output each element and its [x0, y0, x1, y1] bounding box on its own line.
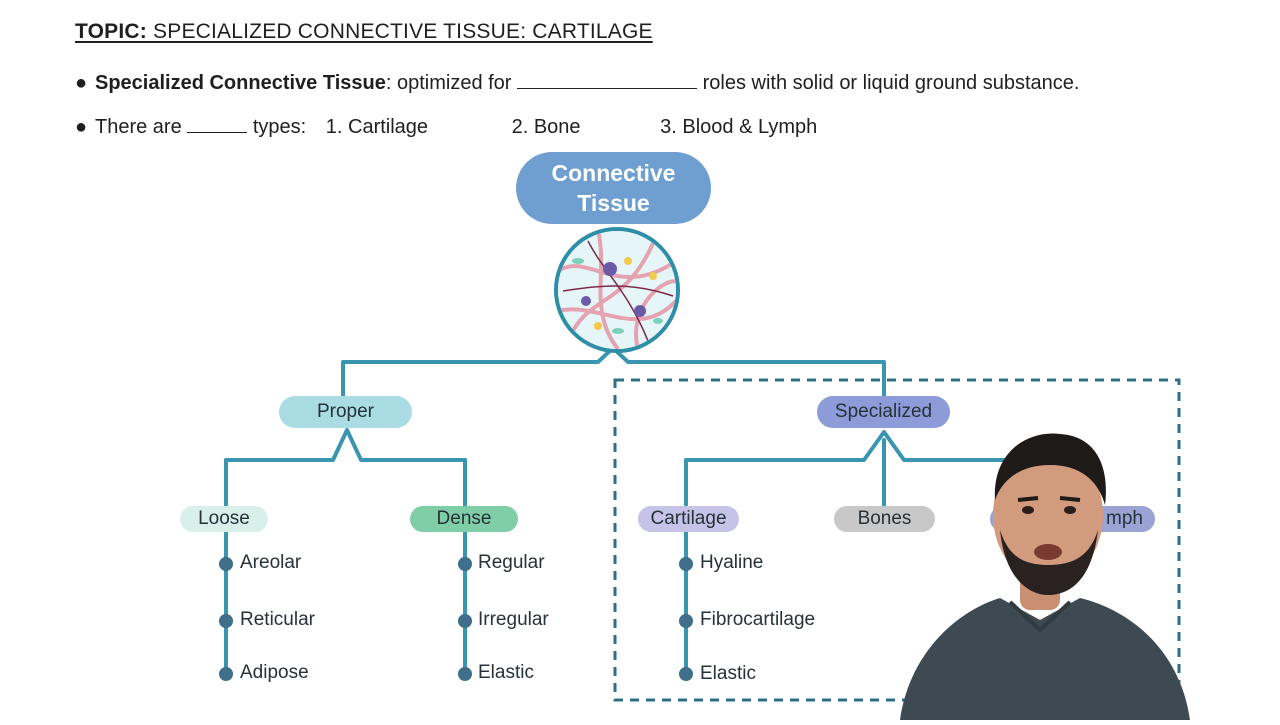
root-line-1: Connective	[551, 160, 676, 186]
node-blood-lymph-label: mph	[1106, 508, 1143, 529]
node-loose: Loose	[180, 506, 268, 532]
leaf-dot	[679, 614, 693, 628]
bullet-definition-pre: : optimized for	[385, 72, 512, 94]
leaf-elastic-cartilage: Elastic	[700, 663, 756, 684]
fill-in-blank	[187, 114, 248, 133]
root-line-2: Tissue	[577, 190, 650, 216]
node-specialized: Specialized	[817, 396, 950, 428]
topic-title: SPECIALIZED CONNECTIVE TISSUE: CARTILAGE	[153, 20, 653, 43]
type-item-bone: 2. Bone	[511, 116, 581, 138]
bullet-types-post: types:	[252, 116, 307, 138]
leaf-dot	[458, 614, 472, 628]
leaf-dot	[679, 557, 693, 571]
bullet-dot-icon: ●	[75, 72, 88, 94]
connector-proper	[224, 428, 467, 507]
leaf-areolar: Areolar	[240, 552, 302, 573]
type-item-cartilage: 1. Cartilage	[325, 116, 429, 138]
bullet-types-pre: There are	[95, 116, 182, 138]
node-cartilage: Cartilage	[638, 506, 739, 532]
leaf-dot	[458, 557, 472, 571]
topic-heading: TOPIC: SPECIALIZED CONNECTIVE TISSUE: CA…	[75, 20, 653, 44]
leaf-adipose: Adipose	[240, 662, 309, 683]
leaf-hyaline: Hyaline	[700, 552, 764, 573]
leaf-regular: Regular	[478, 552, 545, 573]
node-proper: Proper	[279, 396, 412, 428]
connector-specialized	[684, 430, 1042, 507]
type-item-blood-lymph: 3. Blood & Lymph	[660, 116, 818, 138]
fill-in-blank	[517, 70, 698, 89]
leaf-dot	[219, 667, 233, 681]
leaf-dot	[219, 614, 233, 628]
connector-root	[341, 346, 886, 400]
leaf-dot	[679, 667, 693, 681]
bullet-dot-icon: ●	[75, 116, 88, 138]
node-dense: Dense	[410, 506, 518, 532]
topic-label: TOPIC:	[75, 20, 147, 43]
connective-tissue-micrograph-icon	[554, 227, 680, 353]
bullet-types: ● There are types: 1. Cartilage 2. Bone 3…	[75, 114, 817, 139]
leaf-fibrocartilage: Fibrocartilage	[700, 609, 816, 630]
node-connective-tissue: Connective Tissue	[516, 152, 711, 224]
presenter-video-overlay	[880, 420, 1210, 720]
specialized-dashed-box	[613, 378, 1181, 702]
leaf-dot	[219, 557, 233, 571]
leaf-dot	[458, 667, 472, 681]
bullet-term: Specialized Connective Tissue	[95, 72, 386, 94]
leaf-irregular: Irregular	[478, 609, 549, 630]
leaf-elastic-dense: Elastic	[478, 662, 534, 683]
bullet-definition: ● Specialized Connective Tissue: optimize…	[75, 70, 1079, 95]
node-bones: Bones	[834, 506, 935, 532]
leaf-reticular: Reticular	[240, 609, 315, 630]
bullet-definition-post: roles with solid or liquid ground substa…	[702, 72, 1080, 94]
